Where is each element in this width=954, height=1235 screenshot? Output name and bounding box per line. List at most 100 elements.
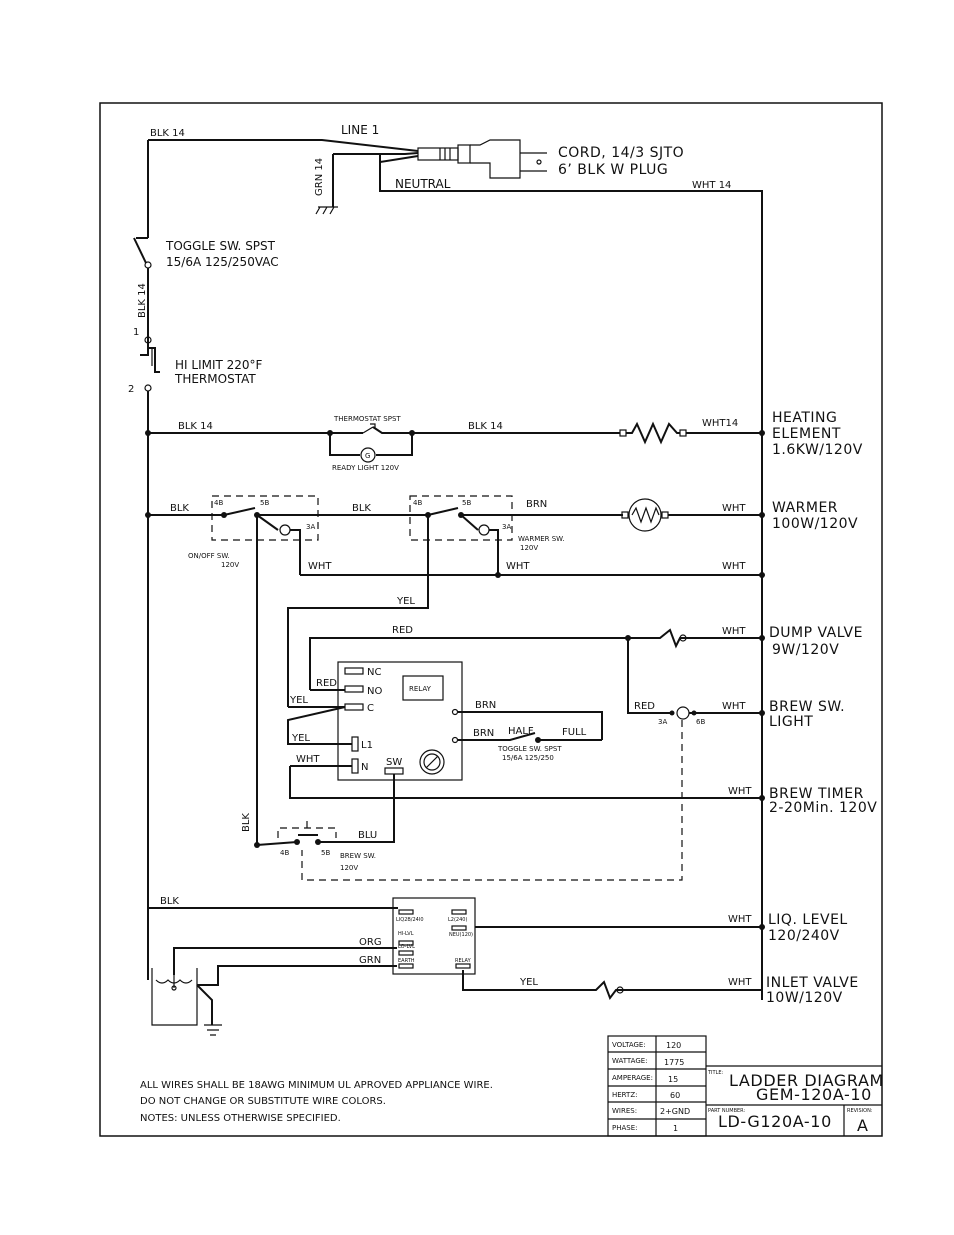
note-line: NOTES: UNLESS OTHERWISE SPECIFIED. <box>140 1113 341 1124</box>
wire-label: WHT <box>296 754 320 765</box>
wire-label: BRN <box>526 499 547 510</box>
warmer-label: 100W/120V <box>772 516 858 532</box>
wire-label: WHT <box>722 701 746 712</box>
revision-label: REVISION: <box>847 1108 873 1114</box>
wire-label: BRN <box>475 700 496 711</box>
wire-label: NEUTRAL <box>395 177 451 191</box>
dump-valve-label: 9W/120V <box>772 642 839 658</box>
title-block <box>706 1065 882 1136</box>
title-label: TITLE: <box>707 1070 724 1076</box>
terminal-label: RELAY <box>455 958 472 964</box>
ready-light-g: G <box>365 452 370 460</box>
terminal-label: 3A <box>658 718 667 726</box>
wire-labels: BLK 14 LINE 1 GRN 14 NEUTRAL WHT 14 BLK … <box>137 123 752 988</box>
wire-label: BRN <box>473 728 494 739</box>
terminal-label: 6B <box>696 718 705 726</box>
terminal-label: 4B <box>214 499 223 507</box>
wire-label: RED <box>634 701 655 712</box>
spec-value: 1 <box>673 1124 678 1133</box>
wire-label: YEL <box>519 977 538 988</box>
terminal-label: 3A <box>306 523 315 531</box>
wire-label: LINE 1 <box>341 123 379 137</box>
wire-label: BLK 14 <box>178 421 213 432</box>
brew-light-label: LIGHT <box>769 714 813 730</box>
wire-label: BLK <box>170 503 189 514</box>
inlet-valve-label: 10W/120V <box>766 990 843 1006</box>
load-labels: HEATING ELEMENT 1.6KW/120V WARMER 100W/1… <box>766 410 877 1006</box>
spec-values: VOLTAGE: 120 WATTAGE: 1775 AMPERAGE: 15 … <box>612 1041 690 1133</box>
wire-label: WHT <box>722 503 746 514</box>
wire-label: BLK <box>241 813 252 832</box>
terminal-label: 5B <box>462 499 471 507</box>
terminal-label: EARTH <box>398 958 415 964</box>
terminal-label: SW <box>386 757 402 768</box>
spec-table <box>607 1035 707 1137</box>
diagram-title: LADDER DIAGRAM <box>729 1071 884 1090</box>
warmer-switch-label: WARMER SW. <box>518 535 565 543</box>
wire-label: RED <box>392 625 413 636</box>
spec-label: AMPERAGE: <box>612 1074 653 1082</box>
wire-label: WHT <box>728 914 752 925</box>
brew-light-label: BREW SW. <box>769 699 845 715</box>
wire-label: YEL <box>396 596 415 607</box>
part-number: LD-G120A-10 <box>718 1112 832 1131</box>
heating-element-label: HEATING <box>772 410 837 426</box>
hi-limit-thermostat <box>140 336 160 980</box>
wire-label: WHT14 <box>702 418 738 429</box>
hi-limit-label: HI LIMIT 220°F <box>175 358 263 372</box>
heating-element-label: 1.6KW/120V <box>772 442 863 458</box>
wire-label: BLK 14 <box>137 283 148 318</box>
terminal-label: 2 <box>128 384 134 395</box>
brew-light-rung <box>301 638 765 881</box>
spec-label: PHASE: <box>612 1124 638 1132</box>
terminal-label: 5B <box>321 849 330 857</box>
terminal-label: 5B <box>260 499 269 507</box>
revision-value: A <box>857 1116 869 1135</box>
liq-level-label: 120/240V <box>768 928 840 944</box>
wire-label: ORG <box>359 937 382 948</box>
relay-label: RELAY <box>409 685 432 693</box>
warmer-label: WARMER <box>772 500 838 516</box>
wire-label: RED <box>316 678 337 689</box>
spec-label: HERTZ: <box>612 1091 637 1099</box>
toggle-half-full-label: TOGGLE SW. SPST <box>497 745 562 753</box>
wire-label: BLK 14 <box>150 128 185 139</box>
part-number-label: PART NUMBER: <box>708 1108 745 1114</box>
terminal-label: N <box>361 762 368 773</box>
onoff-switch-label: ON/OFF SW. <box>188 552 230 560</box>
hi-limit-label: THERMOSTAT <box>174 372 256 386</box>
thermostat-spst-label: THERMOSTAT SPST <box>333 415 401 423</box>
brew-switch <box>254 515 395 848</box>
wire-label: YEL <box>289 695 308 706</box>
terminal-label: HI-LVL <box>398 931 414 937</box>
wire-label: YEL <box>291 733 310 744</box>
cord-label: 6’ BLK W PLUG <box>558 162 668 178</box>
title-block-text: TITLE: LADDER DIAGRAM GEM-120A-10 PART N… <box>707 1070 884 1135</box>
terminal-label: LO-LVL <box>398 944 415 950</box>
toggle-half-full-label: 15/6A 125/250 <box>502 754 554 762</box>
spec-value: 15 <box>668 1075 678 1084</box>
terminal-label: LIQ2B/24I0 <box>396 917 424 923</box>
notes: ALL WIRES SHALL BE 18AWG MINIMUM UL APRO… <box>140 1080 493 1124</box>
wire-label: GRN <box>359 955 381 966</box>
terminal-label: 1 <box>133 327 139 338</box>
spec-label: VOLTAGE: <box>612 1041 646 1049</box>
warmer-rung <box>145 495 765 578</box>
onoff-switch-label: 120V <box>221 561 239 569</box>
toggle-label: TOGGLE SW. SPST <box>165 239 276 253</box>
inlet-valve-label: INLET VALVE <box>766 975 859 991</box>
terminal-labels: 1 2 4B 5B 3A 4B 5B 3A NC NO C L1 N SW 3A… <box>128 327 705 964</box>
wire-label: WHT <box>722 626 746 637</box>
spec-value: 2+GND <box>660 1107 690 1116</box>
wire-label: WHT 14 <box>692 180 731 191</box>
model-number: GEM-120A-10 <box>756 1085 872 1104</box>
heating-element-label: ELEMENT <box>772 426 841 442</box>
toggle-label: 15/6A 125/250VAC <box>166 255 279 269</box>
component-labels: CORD, 14/3 SJTO 6’ BLK W PLUG TOGGLE SW.… <box>165 145 684 872</box>
wire-label: WHT <box>506 561 530 572</box>
power-cord <box>147 139 763 1000</box>
terminal-label: NO <box>367 686 382 697</box>
terminal-label: L2(240) <box>448 917 467 923</box>
spec-label: WATTAGE: <box>612 1057 648 1065</box>
